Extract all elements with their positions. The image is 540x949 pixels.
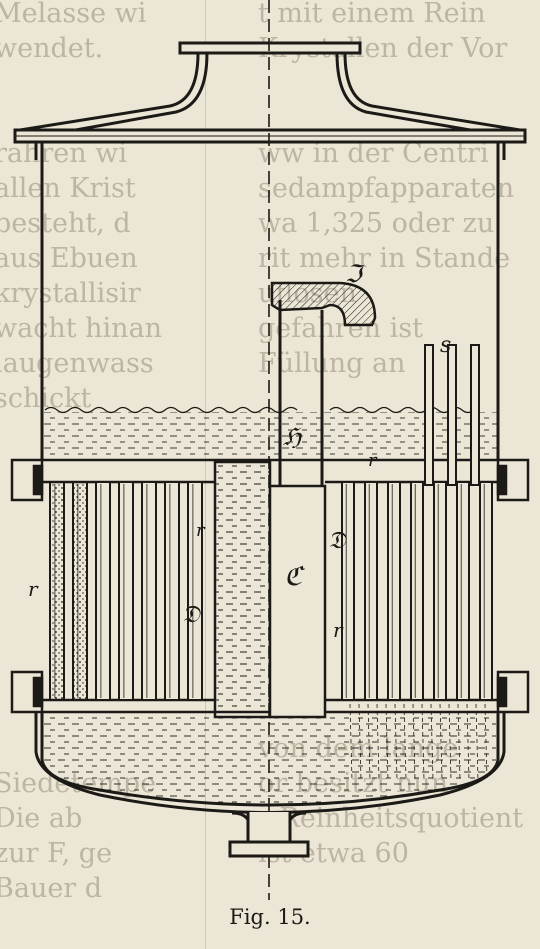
drip-line — [421, 703, 425, 781]
middle-flanges — [10, 458, 530, 714]
drip-line — [412, 703, 416, 781]
tube — [410, 481, 424, 701]
figure-caption: Fig. 15. — [229, 905, 311, 929]
tube — [72, 481, 88, 701]
central-downcomer — [213, 460, 327, 719]
label-hood: ℑ — [345, 260, 366, 288]
right-tube-bundle — [341, 481, 493, 701]
drip-line — [349, 703, 353, 781]
drip-line — [466, 703, 470, 781]
top-flange — [13, 128, 527, 144]
tube — [433, 481, 447, 701]
drip-line — [430, 703, 434, 781]
label-r-right: r — [333, 618, 344, 642]
tube — [118, 481, 134, 701]
drip-line — [457, 703, 461, 781]
drip-line — [376, 703, 380, 781]
label-r-top-right: r — [368, 450, 378, 471]
left-tube-bundle — [49, 481, 203, 701]
tube — [95, 481, 111, 701]
upper-shell — [34, 142, 506, 460]
tube — [456, 481, 470, 701]
drip-line — [403, 703, 407, 781]
drip-line — [394, 703, 398, 781]
tube — [341, 481, 355, 701]
drip-line — [358, 703, 362, 781]
tube — [187, 481, 203, 701]
label-pipe: ℌ — [283, 423, 302, 451]
label-r-inner-left: r — [196, 520, 206, 541]
bottom-outlet — [228, 811, 310, 858]
label-center: ℭ — [284, 562, 306, 592]
top-dome — [19, 41, 521, 138]
label-d-left: 𝔇 — [182, 600, 201, 628]
tube — [49, 481, 65, 701]
lower-liquid — [44, 703, 496, 805]
standpipes — [424, 344, 480, 486]
label-s-tubes: s — [440, 333, 451, 358]
drip-line — [475, 703, 479, 781]
tube — [164, 481, 180, 701]
tube — [141, 481, 157, 701]
drip-line — [484, 703, 488, 781]
label-d-right: 𝔇 — [328, 526, 347, 554]
tube — [387, 481, 401, 701]
drip-line — [385, 703, 389, 781]
tube — [479, 481, 493, 701]
upper-liquid — [43, 406, 497, 460]
tube — [364, 481, 378, 701]
label-r-outer-left: r — [28, 577, 39, 601]
drip-line — [448, 703, 452, 781]
drip-line — [439, 703, 443, 781]
drip-line — [367, 703, 371, 781]
figure-labels: ℑ ℌ ℭ 𝔇 𝔇 r r r r s — [28, 260, 451, 642]
